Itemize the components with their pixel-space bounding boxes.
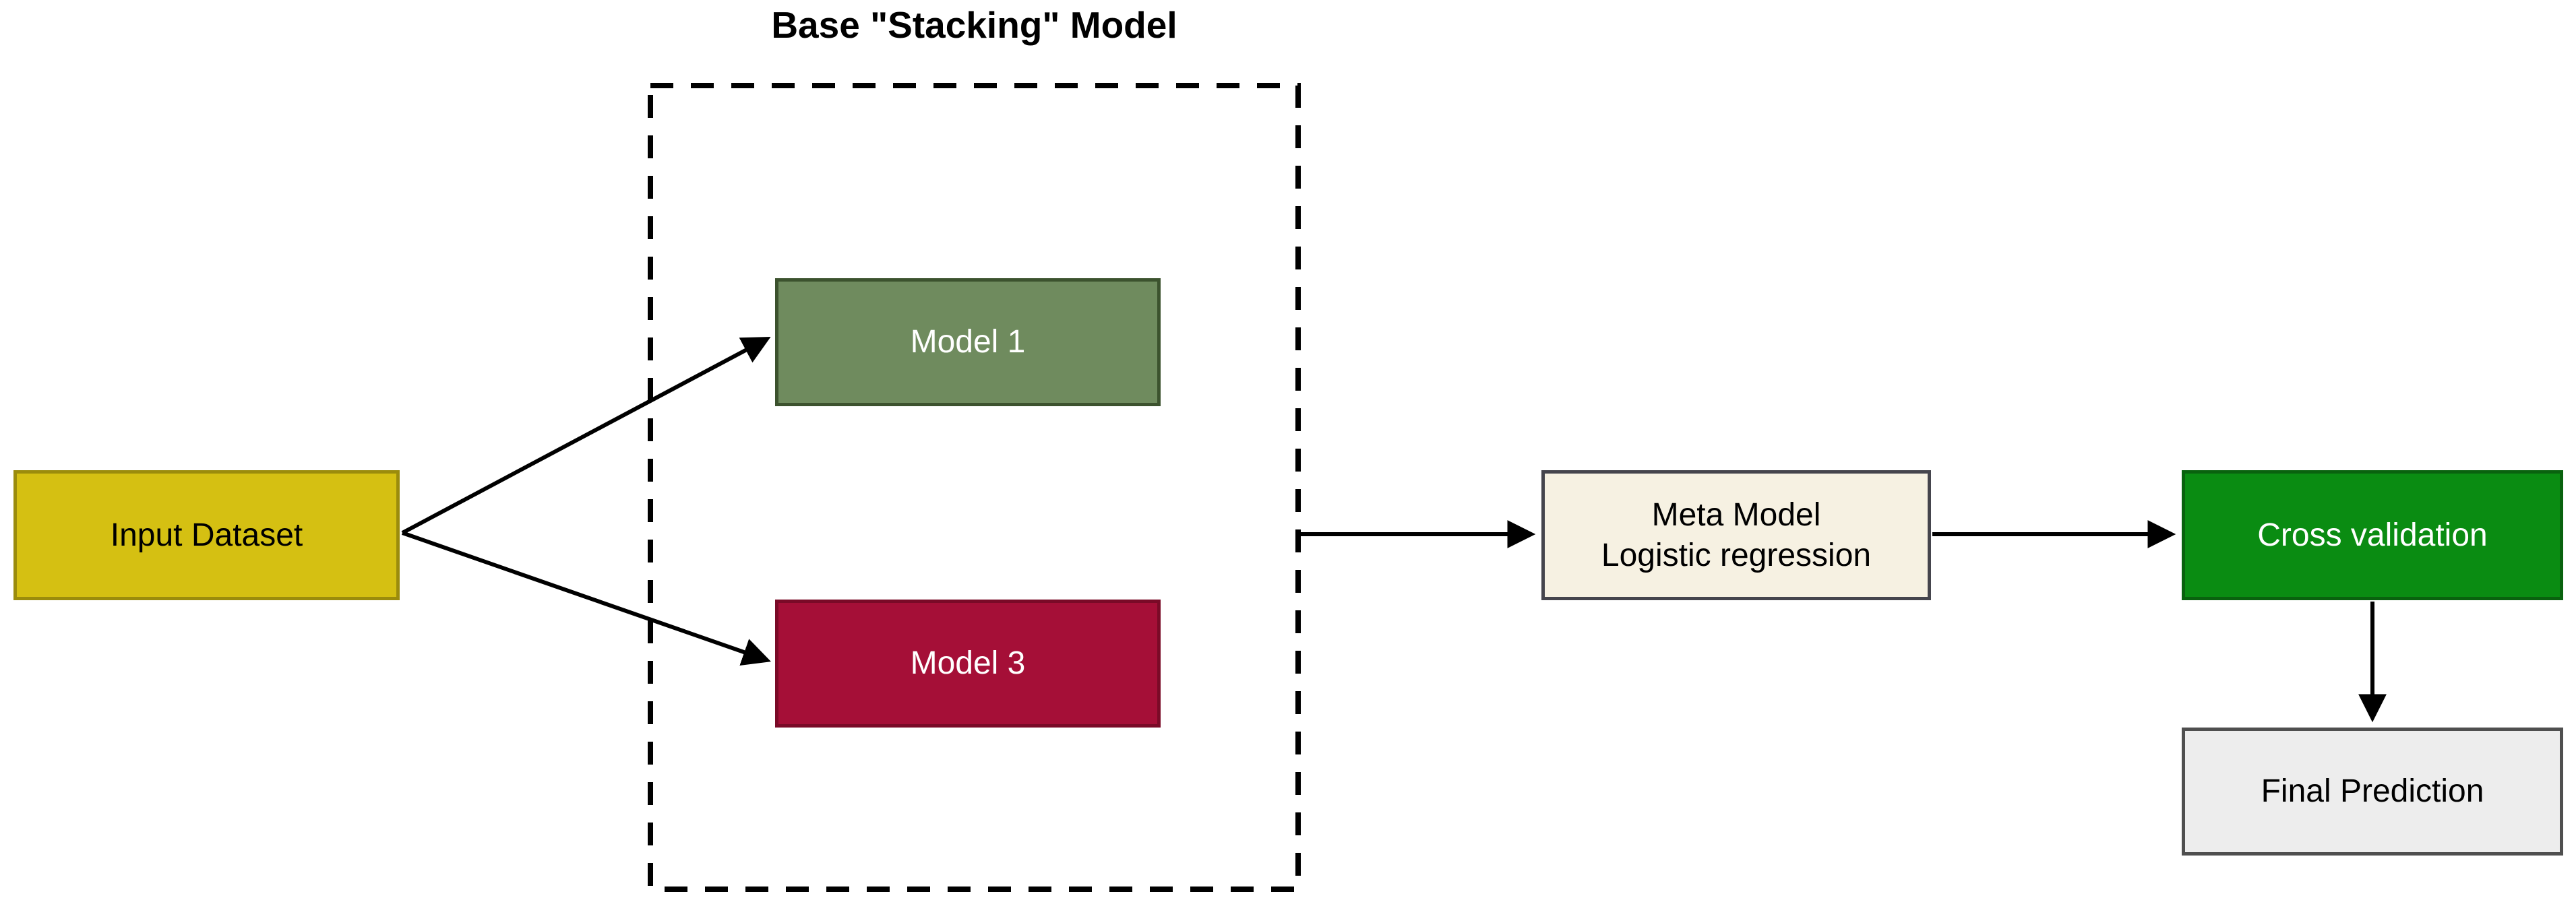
- final-prediction-node: Final Prediction: [2182, 728, 2563, 856]
- model-3-label: Model 3: [910, 645, 1026, 681]
- arrow-input-to-model1: [401, 337, 771, 535]
- meta-model-node: Meta Model Logistic regression: [1541, 470, 1931, 600]
- input-dataset-label: Input Dataset: [110, 517, 303, 553]
- final-prediction-label: Final Prediction: [2261, 773, 2484, 809]
- meta-model-label-line2: Logistic regression: [1601, 537, 1872, 573]
- model-3-node: Model 3: [775, 600, 1161, 728]
- meta-model-label-line1: Meta Model: [1651, 496, 1821, 533]
- cross-validation-node: Cross validation: [2182, 470, 2563, 600]
- diagram-title: Base "Stacking" Model: [771, 4, 1177, 46]
- cross-validation-label: Cross validation: [2257, 517, 2488, 553]
- stacking-group-dashed-border: [648, 83, 1301, 892]
- arrow-input-to-model3: [402, 531, 771, 666]
- model-1-node: Model 1: [775, 278, 1161, 406]
- model-1-label: Model 1: [910, 324, 1026, 360]
- input-dataset-node: Input Dataset: [13, 470, 400, 600]
